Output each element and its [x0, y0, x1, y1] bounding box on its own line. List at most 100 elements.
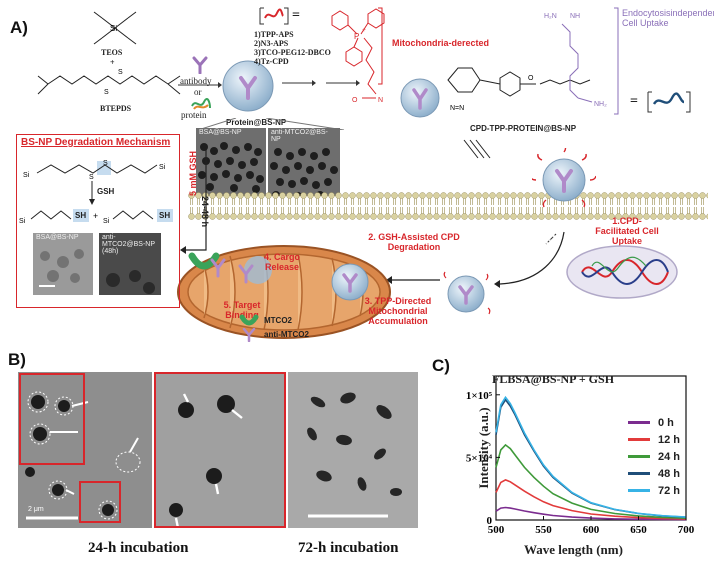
- deg-tem-bsa-label: BSA@BS-NP: [36, 234, 79, 241]
- polymer-icon: [259, 7, 289, 25]
- np-degradation: [443, 271, 491, 315]
- svg-text:NH: NH: [570, 13, 580, 20]
- x-tick-label: 550: [535, 524, 552, 536]
- btepds-structure: S S: [37, 69, 181, 96]
- degradation-box: BS-NP Degradation Mechanism Si Si S S GS…: [16, 134, 180, 308]
- y-tick-label: 5×10⁴: [466, 452, 493, 464]
- reagent-step-2: 2)N3-APS: [254, 39, 289, 48]
- legend-item: 12 h: [628, 431, 680, 448]
- disulfide-structure: Si Si S S: [23, 160, 166, 181]
- series-line: [495, 395, 687, 518]
- svg-text:+: +: [93, 211, 98, 221]
- step-1-label: 1.CPD-Facilitated Cell Uptake: [595, 216, 659, 246]
- legend-swatch: [628, 455, 650, 458]
- break-marks: [463, 139, 491, 159]
- y-tick-label: 0: [487, 515, 493, 527]
- svg-text:NH₂: NH₂: [594, 101, 607, 108]
- tem-anti-np: anti-MTCO2@BS-NP: [268, 128, 340, 196]
- np-uptake: [532, 148, 596, 208]
- micrograph-24h-zoom: [154, 372, 286, 528]
- legend-label: 24 h: [658, 450, 681, 463]
- step-2-label: 2. GSH-Assisted CPD Degradation: [368, 232, 460, 252]
- legend-swatch: [628, 421, 650, 424]
- cpd-tpp-protein-label: CPD-TPP-PROTEIN@BS-NP: [470, 124, 577, 133]
- mtco2-target-icon: [188, 252, 226, 278]
- legend-item: 0 h: [628, 414, 680, 431]
- gsh-arrow: [89, 181, 95, 205]
- cpd-tpp-sphere: [400, 78, 440, 118]
- legend-mtco2-label: MTCO2: [264, 316, 292, 325]
- or-label: or: [194, 87, 202, 97]
- linker-structure: N=N O: [447, 67, 591, 112]
- svg-text:Si: Si: [19, 218, 26, 225]
- legend-anti-icon: [242, 328, 256, 342]
- arrow-reagents: [282, 80, 360, 86]
- teos-structure: Si: [93, 11, 137, 45]
- protein-np-sphere: [222, 60, 274, 112]
- mito-bracket: [378, 7, 383, 85]
- chart-series: [495, 395, 687, 521]
- chart-legend: 0 h 12 h 24 h 48 h 72 h: [628, 414, 680, 499]
- legend-item: 24 h: [628, 448, 680, 465]
- protein-label: protein: [181, 110, 207, 120]
- legend-swatch: [628, 489, 650, 492]
- svg-text:N: N: [378, 97, 383, 104]
- mito-directed-label: Mitochondria-derected: [392, 38, 490, 48]
- legend-mtco2-icon: [239, 314, 259, 326]
- protein-icon: [191, 98, 211, 110]
- legend-item: 48 h: [628, 465, 680, 482]
- micrograph-24h-overview-svg: [18, 372, 152, 528]
- svg-text:H₂N: H₂N: [544, 13, 557, 20]
- cell-arrows: [494, 231, 565, 288]
- svg-text:S: S: [103, 160, 108, 167]
- endocytosis-label: Endocytosisindependent Cell Uptake: [622, 8, 714, 28]
- protein-np-label: Protein@BS-NP: [226, 118, 287, 127]
- legend-label: 72 h: [658, 484, 681, 497]
- reagent-step-1: 1)TPP-APS: [254, 30, 294, 39]
- micrograph-24h-zoom-svg: [156, 374, 284, 526]
- x-tick-label: 600: [583, 524, 600, 536]
- plus-sign: +: [110, 58, 115, 67]
- chart-title: FLBSA@BS-NP + GSH: [492, 372, 615, 386]
- reagent-step-3: 3)TCO-PEG12-DBCO: [254, 48, 331, 57]
- antibody-icon: [192, 56, 208, 74]
- svg-text:S: S: [104, 89, 109, 96]
- series-line: [495, 506, 687, 521]
- legend-swatch: [628, 438, 650, 441]
- legend-anti-label: anti-MTCO2: [264, 330, 309, 339]
- micrograph-72h-svg: [288, 372, 418, 528]
- svg-text:S: S: [89, 174, 94, 181]
- time-range-label: 24-48 h: [200, 196, 210, 228]
- sh-label-1: SH: [75, 211, 87, 220]
- thiol-products: Si Si +: [19, 209, 173, 225]
- x-tick-label: 650: [630, 524, 647, 536]
- legend-label: 0 h: [658, 416, 674, 429]
- tem-bsa-label: BSA@BS-NP: [199, 129, 242, 136]
- chart-xlabel: Wave length (nm): [524, 542, 623, 557]
- tem-bsa-particles: [198, 142, 264, 193]
- btepds-label: BTEPDS: [100, 104, 132, 113]
- micrograph-72h: [288, 372, 418, 528]
- cpd-icon: [647, 91, 691, 113]
- degradation-title: BS-NP Degradation Mechanism: [21, 137, 171, 148]
- reagent-step-4: 4)Tz-CPD: [254, 57, 289, 66]
- chart-ylabel: Intensity (a.u.): [476, 407, 491, 489]
- deg-tem-bsa: BSA@BS-NP: [33, 233, 93, 295]
- y-tick-label: 1×10⁵: [466, 390, 493, 402]
- gsh-conc-label: 5 mM GSH: [188, 150, 198, 196]
- deg-tem-anti: anti-MTCO2@BS-NP (48h): [99, 233, 161, 295]
- nucleus: [566, 245, 678, 299]
- gsh-label: GSH: [97, 187, 115, 196]
- np-mito: [331, 263, 369, 301]
- legend-item: 72 h: [628, 482, 680, 499]
- legend-swatch: [628, 472, 650, 475]
- svg-text:Si: Si: [159, 164, 166, 171]
- arrow-to-np: [178, 82, 222, 88]
- svg-text:N=N: N=N: [450, 105, 464, 112]
- legend-label: 48 h: [658, 467, 681, 480]
- svg-text:+: +: [362, 26, 366, 34]
- cpd-bracket: [614, 7, 619, 115]
- step-4-label: 4. Cargo Release: [263, 252, 300, 272]
